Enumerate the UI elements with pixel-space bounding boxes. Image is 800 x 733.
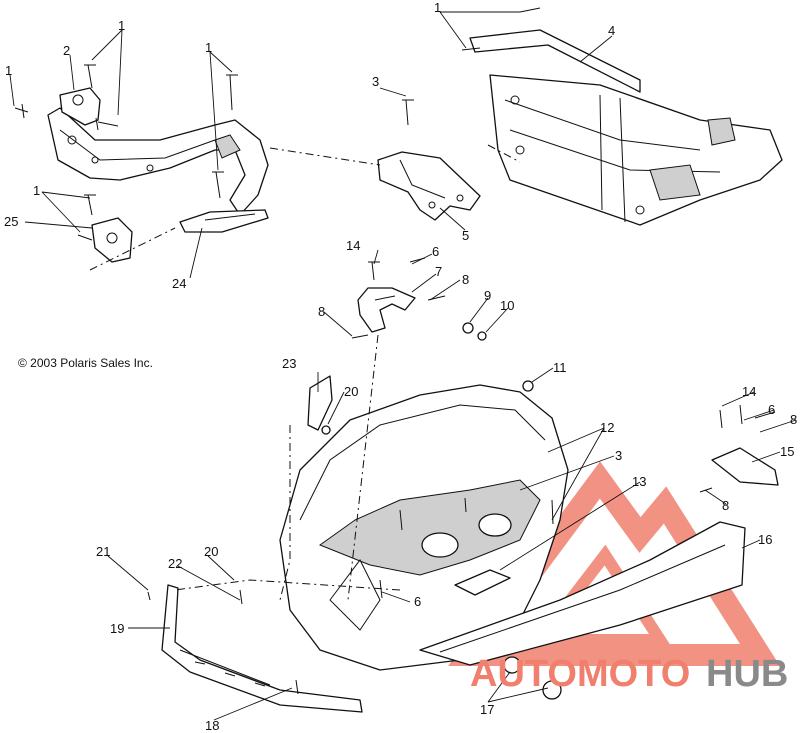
callout-14: 14 bbox=[346, 238, 360, 253]
copyright-text: © 2003 Polaris Sales Inc. bbox=[18, 356, 153, 370]
callout-8: 8 bbox=[790, 412, 797, 427]
callout-4: 4 bbox=[608, 23, 615, 38]
assembly-lines bbox=[89, 144, 521, 601]
callout-23: 23 bbox=[282, 356, 296, 371]
callout-24: 24 bbox=[172, 276, 186, 291]
washer bbox=[477, 331, 487, 341]
mount-bracket bbox=[377, 99, 481, 221]
callout-8: 8 bbox=[722, 498, 729, 513]
callout-3: 3 bbox=[372, 74, 379, 89]
front-bumper bbox=[161, 584, 363, 713]
watermark-text-accent: AUTOMOTO bbox=[470, 653, 690, 695]
callout-11: 11 bbox=[553, 360, 567, 375]
grommet bbox=[462, 322, 474, 334]
hood-assembly bbox=[279, 384, 569, 671]
front-frame-bracket bbox=[47, 107, 269, 216]
callout-16: 16 bbox=[758, 532, 772, 547]
callout-8: 8 bbox=[318, 304, 325, 319]
callout-6: 6 bbox=[768, 402, 775, 417]
callout-labels: 1 2 1 1 3 1 4 1 25 24 5 14 6 7 8 8 9 10 … bbox=[4, 0, 797, 733]
nut bbox=[522, 380, 534, 392]
callout-18: 18 bbox=[205, 718, 219, 733]
callout-21: 21 bbox=[96, 544, 110, 559]
callout-6: 6 bbox=[432, 244, 439, 259]
watermark-text-secondary: HUB bbox=[706, 653, 788, 695]
callout-13: 13 bbox=[632, 474, 646, 489]
callout-20: 20 bbox=[344, 384, 358, 399]
callout-17: 17 bbox=[480, 702, 494, 717]
leader-lines bbox=[9, 11, 797, 721]
callout-14: 14 bbox=[742, 384, 756, 399]
bolt-group-left bbox=[14, 64, 238, 241]
callout-9: 9 bbox=[484, 288, 491, 303]
gusset-plate bbox=[59, 87, 101, 126]
callout-1: 1 bbox=[205, 40, 212, 55]
callout-10: 10 bbox=[500, 298, 514, 313]
callout-15: 15 bbox=[780, 444, 794, 459]
lower-bracket bbox=[91, 217, 133, 263]
chassis-frame bbox=[461, 7, 783, 226]
callout-22: 22 bbox=[168, 556, 182, 571]
support-brace bbox=[179, 209, 269, 233]
callout-5: 5 bbox=[462, 228, 469, 243]
callout-2: 2 bbox=[63, 43, 70, 58]
callout-6: 6 bbox=[414, 594, 421, 609]
callout-3: 3 bbox=[615, 448, 622, 463]
callout-20: 20 bbox=[204, 544, 218, 559]
headlight-bracket bbox=[711, 447, 779, 486]
callout-19: 19 bbox=[110, 621, 124, 636]
callout-7: 7 bbox=[435, 264, 442, 279]
air-duct-clip bbox=[357, 261, 416, 333]
callout-25: 25 bbox=[4, 214, 18, 229]
callout-8: 8 bbox=[462, 272, 469, 287]
callout-1: 1 bbox=[434, 0, 441, 15]
callout-1: 1 bbox=[118, 18, 125, 33]
clamps bbox=[503, 656, 562, 700]
callout-1: 1 bbox=[5, 63, 12, 78]
callout-12: 12 bbox=[600, 420, 614, 435]
light-bracket bbox=[307, 375, 333, 435]
callout-1: 1 bbox=[33, 183, 40, 198]
side-panel bbox=[419, 521, 746, 666]
